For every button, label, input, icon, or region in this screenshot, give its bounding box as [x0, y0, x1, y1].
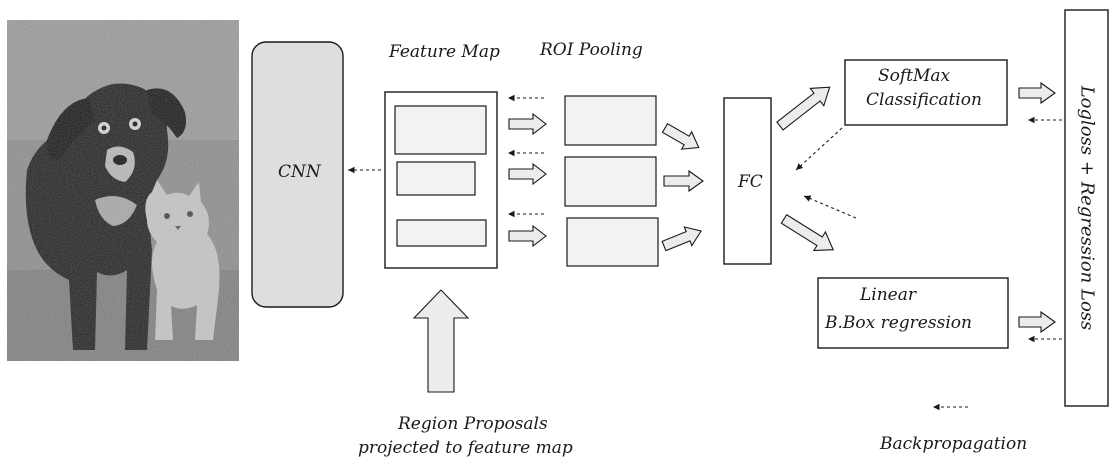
- feature-region-3: [396, 219, 487, 247]
- forward-arrow-9: [1018, 81, 1056, 105]
- cnn-label: CNN: [278, 162, 321, 182]
- feature-region-1: [394, 105, 487, 155]
- region-proposals-arrow: [412, 289, 470, 393]
- feature-region-2: [396, 161, 476, 196]
- forward-arrow-1: [508, 112, 547, 136]
- roi-pooling-label: ROI Pooling: [540, 40, 643, 60]
- backprop-arrow-softmax: [795, 127, 843, 171]
- roi-box-1: [564, 95, 657, 146]
- forward-arrow-5: [663, 169, 704, 193]
- dog-kitten-image: [7, 20, 239, 361]
- loss-box: [1064, 9, 1109, 407]
- roi-box-2: [564, 156, 657, 207]
- backprop-arrow-linear: [803, 195, 857, 219]
- input-photo: [7, 20, 239, 361]
- backpropagation-label: Backpropagation: [880, 434, 1028, 454]
- forward-arrow-2: [508, 162, 547, 186]
- linear-label-line2: B.Box regression: [825, 313, 972, 333]
- softmax-label-line2: Classification: [866, 90, 982, 110]
- bbox-regression-box: [817, 277, 1009, 349]
- region-proposals-label-line1: Region Proposals: [398, 414, 548, 434]
- fc-label: FC: [738, 172, 763, 192]
- softmax-box: [844, 59, 1008, 126]
- forward-arrow-7: [776, 86, 831, 131]
- forward-arrow-6: [661, 226, 702, 252]
- forward-arrow-3: [508, 224, 547, 248]
- region-proposals-label-line2: projected to feature map: [358, 438, 573, 458]
- roi-box-3: [566, 217, 659, 267]
- fc-box: [723, 97, 772, 265]
- softmax-label-line1: SoftMax: [878, 66, 951, 86]
- forward-arrow-4: [661, 122, 700, 150]
- forward-arrow-10: [1018, 310, 1056, 334]
- forward-arrow-8: [780, 214, 835, 252]
- linear-label-line1: Linear: [860, 285, 916, 305]
- feature-map-label: Feature Map: [389, 42, 500, 62]
- cnn-box: [251, 41, 344, 308]
- loss-label: Logloss + Regression Loss: [1076, 85, 1098, 331]
